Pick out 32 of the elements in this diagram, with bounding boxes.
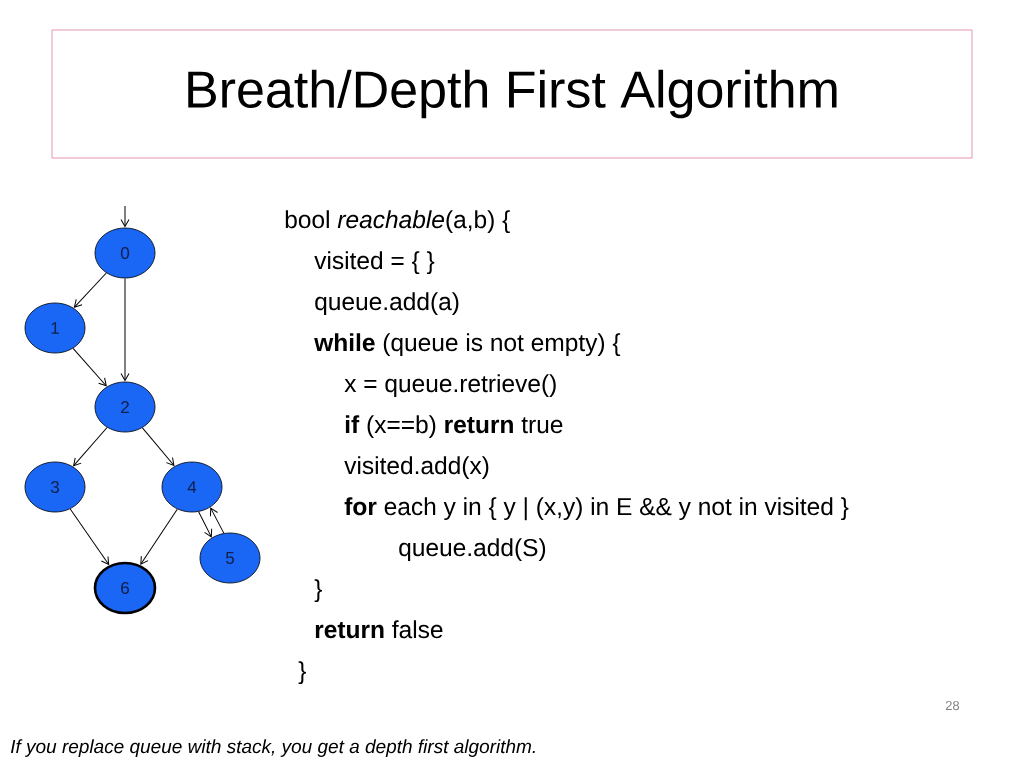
caption: If you replace queue with stack, you get a depth first algorithm. <box>10 739 535 757</box>
graph-node: 3 <box>24 461 86 513</box>
code-line: return false <box>315 620 443 639</box>
code-line: } <box>298 661 306 685</box>
code-line: visited.add(x) <box>344 456 489 480</box>
graph-node: 6 <box>93 561 157 615</box>
graph-node: 4 <box>161 461 223 513</box>
arrow <box>73 272 107 308</box>
code-line: queue.add(S) <box>399 538 546 562</box>
page-number: 28 <box>945 700 960 711</box>
code-line: x = queue.retrieve() <box>344 374 556 398</box>
code-line: while (queue is not empty) { <box>314 333 621 357</box>
code-line: } <box>314 579 322 603</box>
arrow <box>73 427 108 467</box>
arrow <box>198 511 213 538</box>
graph-node: 5 <box>199 532 261 584</box>
code-line: visited = { } <box>314 251 435 275</box>
arrow <box>209 507 225 534</box>
graph-node: 2 <box>94 381 156 433</box>
graph-node: 0 <box>94 227 156 279</box>
graph-node: 1 <box>24 302 86 354</box>
arrow <box>120 277 130 382</box>
arrow <box>141 427 175 466</box>
code-line: queue.add(a) <box>315 292 459 316</box>
arrow <box>72 347 107 387</box>
arrow <box>120 205 130 228</box>
code-line: bool reachable(a,b) { <box>285 210 510 234</box>
code-line: if (x==b) return true <box>345 415 563 439</box>
title-box: Breath/Depth First Algorithm <box>51 29 973 159</box>
code-line: for each y in { y | (x,y) in E && y not in visited } <box>344 497 849 521</box>
arrow <box>140 508 178 565</box>
arrow <box>69 508 110 565</box>
